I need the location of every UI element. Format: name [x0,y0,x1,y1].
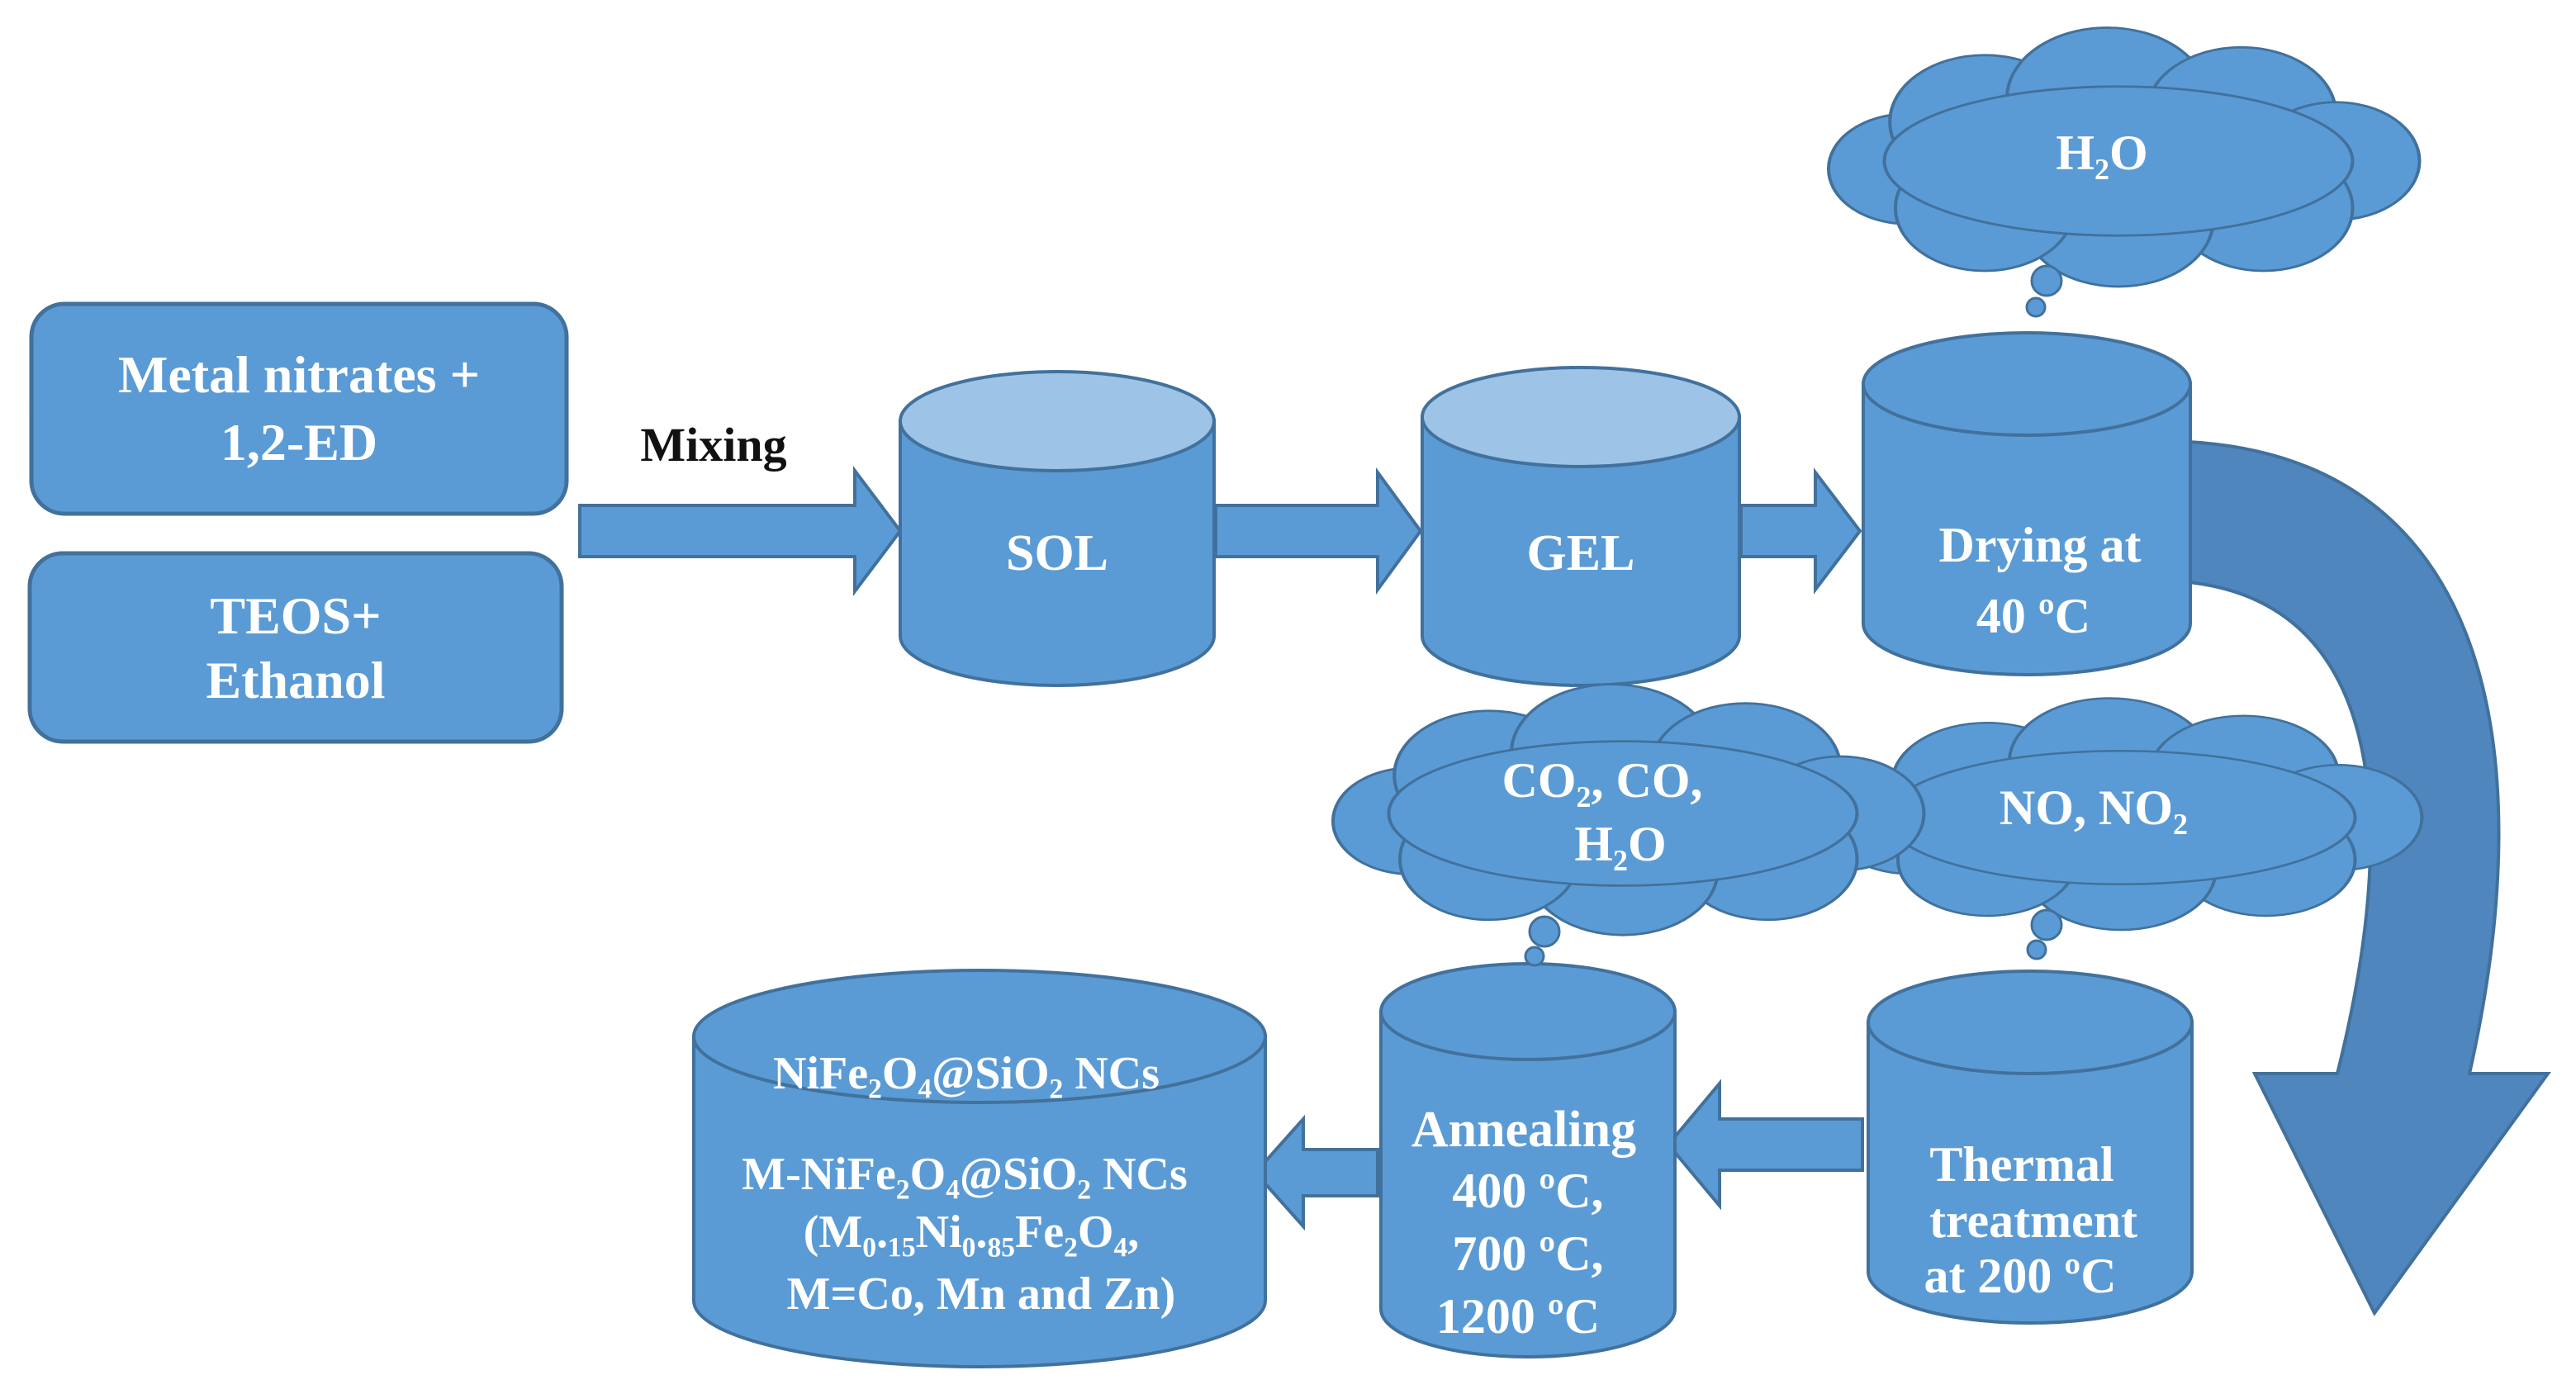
cloud-thermal-gas: NO, NO₂ [1831,699,2422,960]
sol-label: SOL [1006,525,1108,581]
annealing-label-line1: Annealing [1411,1102,1636,1158]
thermal-label-line2: treatment [1929,1193,2137,1248]
product-label-line2: M-NiFe₂O₄@SiO₂ NCs [742,1149,1188,1200]
arrow-gel-to-drying [1739,467,1862,595]
product-cylinder: NiFe₂O₄@SiO₂ NCs M-NiFe₂O₄@SiO₂ NCs (M₀.… [692,969,1267,1368]
input-box-teos-line1: TEOS+ [210,586,381,645]
annealing-label-line2: 400 ºC, [1452,1164,1603,1218]
thermal-label-line3: at 200 ºC [1924,1249,2116,1303]
cloud-annealing-gas: CO₂, CO, H₂O [1333,685,1924,967]
input-box-metal-nitrates-line1: Metal nitrates + [118,345,480,404]
cloud-thermal-text: NO, NO₂ [2000,780,2188,835]
annealing-cylinder: Annealing 400 ºC, 700 ºC, 1200 ºC [1379,962,1677,1358]
drying-cylinder: Drying at 40 ºC [1862,331,2192,676]
arrow-thermal-to-annealing [1666,1079,1864,1211]
sol-cylinder: SOL [899,370,1216,687]
product-label-line3: (M₀.₁₅Ni₀.₈₅Fe₂O₄, [804,1207,1139,1258]
gel-label: GEL [1527,525,1635,581]
annealing-label-line3: 700 ºC, [1452,1226,1603,1281]
cloud-annealing-text-line2: H₂O [1574,817,1666,871]
thermal-treatment-cylinder: Thermal treatment at 200 ºC [1867,970,2194,1325]
cloud-drying-gas: H₂O [1829,27,2420,318]
curved-arrow-drying-to-thermal [2187,439,2551,1316]
drying-label-line2: 40 ºC [1976,589,2090,643]
annealing-label-line4: 1200 ºC [1436,1289,1600,1344]
mixing-label: Mixing [640,418,786,472]
cloud-drying-text: H₂O [2056,126,2147,180]
input-box-teos-line2: Ethanol [206,651,386,709]
arrow-sol-to-gel [1214,467,1423,595]
input-box-metal-nitrates-line2: 1,2-ED [221,413,377,472]
input-box-teos-ethanol: TEOS+ Ethanol [27,551,564,744]
gel-cylinder: GEL [1421,366,1741,687]
mixing-arrow [578,466,903,596]
thermal-label-line1: Thermal [1929,1137,2113,1192]
input-box-metal-nitrates: Metal nitrates + 1,2-ED [29,301,569,516]
cloud-annealing-text-line1: CO₂, CO, [1502,753,1703,808]
arrow-annealing-to-product [1253,1114,1379,1231]
product-label-line1: NiFe₂O₄@SiO₂ NCs [773,1048,1160,1099]
product-label-line4: M=Co, Mn and Zn) [787,1268,1176,1320]
drying-label-line1: Drying at [1939,518,2142,572]
